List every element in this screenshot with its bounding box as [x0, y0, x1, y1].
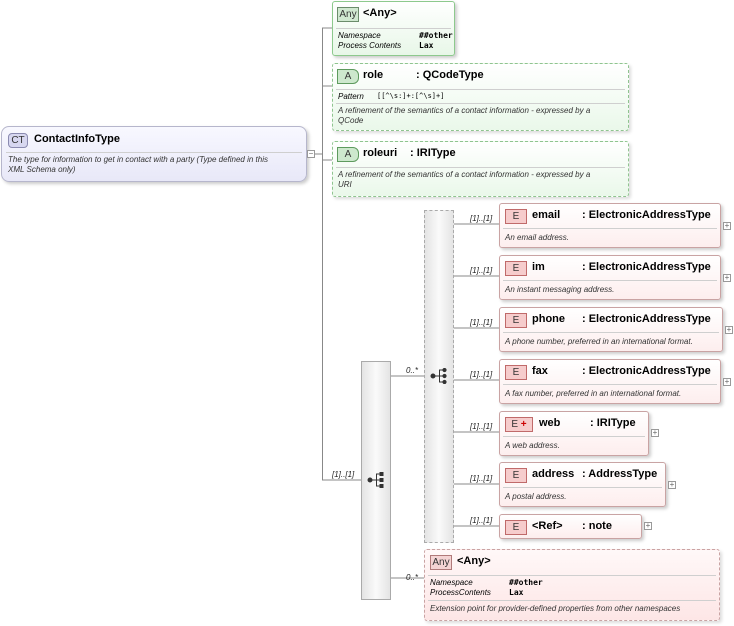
element-web-expand-icon[interactable]: + [651, 428, 659, 437]
element-badge: E [505, 209, 527, 224]
complex-type-doc-line-2: XML Schema only) [8, 165, 76, 174]
element-address-expand-icon[interactable]: + [668, 480, 676, 489]
element-phone-type: : ElectronicAddressType [582, 313, 711, 325]
any-bottom-multiplicity: 0..* [406, 573, 419, 582]
element-phone-box[interactable]: E phone : ElectronicAddressType A phone … [499, 307, 723, 352]
choice-compositor[interactable] [424, 210, 454, 543]
element-address-type: : AddressType [582, 468, 658, 480]
any-top-box[interactable]: Any <Any> Namespace ##other Process Cont… [332, 1, 455, 56]
complex-type-doc-line-1: The type for information to get in conta… [8, 155, 268, 164]
element-ref-expand-icon[interactable]: + [644, 521, 652, 530]
element-badge: E [505, 468, 527, 483]
element-fax-expand-icon[interactable]: + [723, 377, 731, 386]
attribute-role-doc-line-2: QCode [338, 116, 364, 125]
any-wildcard-badge: Any [337, 7, 359, 22]
element-email-doc: An email address. [505, 233, 570, 242]
attribute-badge: A [337, 69, 359, 84]
element-web-doc: A web address. [505, 441, 560, 450]
element-im-doc: An instant messaging address. [505, 285, 615, 294]
any-wildcard-badge: Any [430, 555, 452, 570]
element-fax-doc: A fax number, preferred in an internatio… [505, 389, 682, 398]
element-address-multiplicity: [1]..[1] [470, 474, 493, 483]
complex-type-box[interactable]: CT ContactInfoType The type for informat… [1, 126, 307, 182]
complex-type-badge: CT [8, 133, 28, 148]
attribute-role-type: : QCodeType [416, 69, 484, 81]
any-top-process-value: Lax [419, 41, 434, 50]
any-top-namespace-value: ##other [419, 31, 453, 40]
attribute-role-name: role [363, 69, 384, 81]
attribute-role-doc-line-1: A refinement of the semantics of a conta… [338, 106, 591, 115]
element-im-box[interactable]: E im : ElectronicAddressType An instant … [499, 255, 721, 300]
any-bottom-namespace-label: Namespace [430, 578, 473, 587]
complex-type-collapse-icon[interactable]: − [307, 149, 315, 158]
element-address-doc: A postal address. [505, 492, 567, 501]
element-ref-type: : note [582, 520, 612, 532]
any-bottom-name: <Any> [457, 555, 491, 567]
element-fax-multiplicity: [1]..[1] [470, 370, 493, 379]
element-web-box[interactable]: E + web : IRIType A web address. [499, 411, 649, 456]
element-im-type: : ElectronicAddressType [582, 261, 711, 273]
element-ref-name: <Ref> [532, 520, 563, 532]
element-badge: E + [505, 417, 533, 432]
attribute-roleuri-name: roleuri [363, 147, 398, 159]
element-email-expand-icon[interactable]: + [723, 221, 731, 230]
element-badge: E [505, 520, 527, 535]
attribute-role-pattern-value: [[^\s:]+:[^\s]+] [377, 92, 445, 100]
choice-multiplicity: 0..* [406, 366, 419, 375]
element-fax-name: fax [532, 365, 548, 377]
element-badge: E [505, 313, 527, 328]
element-fax-box[interactable]: E fax : ElectronicAddressType A fax numb… [499, 359, 721, 404]
element-fax-type: : ElectronicAddressType [582, 365, 711, 377]
element-address-box[interactable]: E address : AddressType A postal address… [499, 462, 666, 507]
element-im-name: im [532, 261, 545, 273]
element-phone-doc: A phone number, preferred in an internat… [505, 337, 693, 346]
element-address-name: address [532, 468, 575, 480]
any-bottom-process-value: Lax [509, 588, 524, 597]
any-top-namespace-label: Namespace [338, 31, 381, 40]
complex-type-name: ContactInfoType [34, 133, 120, 145]
attribute-roleuri-box[interactable]: A roleuri : IRIType A refinement of the … [332, 141, 629, 197]
any-bottom-process-label: ProcessContents [430, 588, 491, 597]
element-email-box[interactable]: E email : ElectronicAddressType An email… [499, 203, 721, 248]
element-email-type: : ElectronicAddressType [582, 209, 711, 221]
element-phone-expand-icon[interactable]: + [725, 325, 733, 334]
element-ref-multiplicity: [1]..[1] [470, 516, 493, 525]
any-bottom-box[interactable]: Any <Any> Namespace ##other ProcessConte… [424, 549, 720, 621]
any-bottom-doc: Extension point for provider-defined pro… [430, 604, 681, 613]
attribute-roleuri-doc-line-1: A refinement of the semantics of a conta… [338, 170, 591, 179]
element-phone-name: phone [532, 313, 565, 325]
attribute-roleuri-type: : IRIType [410, 147, 456, 159]
element-badge: E [505, 261, 527, 276]
attribute-role-box[interactable]: A role : QCodeType Pattern [[^\s:]+:[^\s… [332, 63, 629, 131]
sequence-multiplicity: [1]..[1] [332, 470, 355, 479]
element-email-multiplicity: [1]..[1] [470, 214, 493, 223]
any-top-process-label: Process Contents [338, 41, 402, 50]
attribute-roleuri-doc-line-2: URI [338, 180, 352, 189]
element-ref-note-box[interactable]: E <Ref> : note [499, 514, 642, 539]
element-web-name: web [539, 417, 561, 429]
any-top-name: <Any> [363, 7, 397, 19]
element-web-type: : IRIType [590, 417, 636, 429]
element-badge: E [505, 365, 527, 380]
attribute-role-pattern-label: Pattern [338, 92, 364, 101]
sequence-icon [367, 472, 384, 488]
element-email-name: email [532, 209, 561, 221]
element-phone-multiplicity: [1]..[1] [470, 318, 493, 327]
element-im-expand-icon[interactable]: + [723, 273, 731, 282]
choice-icon [430, 368, 447, 384]
element-im-multiplicity: [1]..[1] [470, 266, 493, 275]
element-web-multiplicity: [1]..[1] [470, 422, 493, 431]
any-bottom-namespace-value: ##other [509, 578, 543, 587]
attribute-badge: A [337, 147, 359, 162]
